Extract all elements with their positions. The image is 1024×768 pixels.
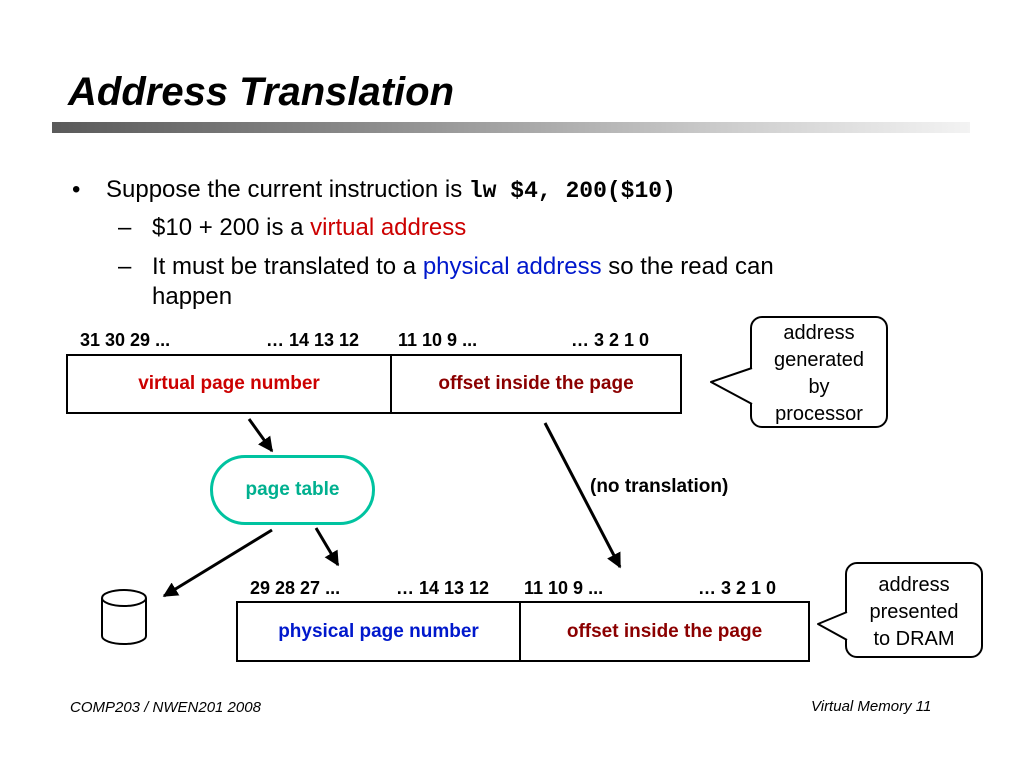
physical-address-term: physical address xyxy=(422,253,602,280)
virtual-bits-low-left: 11 10 9 ... xyxy=(398,330,478,350)
bullet-marker: • xyxy=(72,176,81,203)
bullet-text: Suppose the current instruction is xyxy=(106,176,469,203)
callout-line: address xyxy=(783,322,855,344)
arrow-page-table-to-disk xyxy=(162,528,273,598)
virtual-offset-field: offset inside the page xyxy=(390,354,682,414)
sub-bullet-rest: so the read can xyxy=(601,253,774,280)
footer-slide-number: Virtual Memory 11 xyxy=(811,698,932,715)
callout-line: address xyxy=(878,574,950,596)
physical-bits-mid: … 14 13 12 xyxy=(396,578,490,598)
arrow-page-table-to-ppn xyxy=(314,527,340,567)
arrow-offset-no-translation xyxy=(543,422,622,569)
virtual-bits-low-right: … 3 2 1 0 xyxy=(571,330,650,350)
callout-line: by xyxy=(808,376,830,398)
title-rule xyxy=(52,122,970,133)
callout-line: presented xyxy=(869,601,959,623)
sub-bullet-body: $10 + 200 is a virtual address xyxy=(152,212,466,243)
disk-cylinder-icon xyxy=(101,589,147,645)
sub-bullet-continuation: happen xyxy=(152,283,233,310)
arrow-vpn-to-page-table xyxy=(247,418,274,453)
sub-bullet-text: It must be translated to a xyxy=(152,253,423,280)
callout-address-generated: address generated by processor xyxy=(750,316,888,428)
sub-bullet-marker: – xyxy=(118,214,132,241)
physical-bits-high: 29 28 27 ... xyxy=(250,578,341,598)
slide-title: Address Translation xyxy=(68,70,455,114)
sub-bullet-body: It must be translated to a physical addr… xyxy=(152,251,774,282)
virtual-bits-mid: … 14 13 12 xyxy=(266,330,360,350)
physical-bits-low-right: … 3 2 1 0 xyxy=(698,578,777,598)
instruction-code: lw $4, 200($10) xyxy=(468,178,676,204)
physical-bits-low-left: 11 10 9 ... xyxy=(524,578,604,598)
callout-line: processor xyxy=(775,403,863,425)
callout-line: to DRAM xyxy=(873,628,955,650)
virtual-bits-high: 31 30 29 ... xyxy=(80,330,171,350)
page-table-node: page table xyxy=(210,455,375,525)
footer-course: COMP203 / NWEN201 2008 xyxy=(70,699,261,716)
sub-bullet-text: $10 + 200 is a xyxy=(152,214,311,241)
callout-pointer-generated xyxy=(710,367,753,405)
sub-bullet-marker: – xyxy=(118,253,132,280)
bullet-body: Suppose the current instruction is lw $4… xyxy=(106,174,676,207)
callout-pointer-presented xyxy=(817,611,848,641)
virtual-address-term: virtual address xyxy=(310,214,467,241)
physical-offset-field: offset inside the page xyxy=(519,601,810,662)
callout-address-presented: address presented to DRAM xyxy=(845,562,983,658)
no-translation-label: (no translation) xyxy=(590,476,729,497)
callout-line: generated xyxy=(773,349,865,371)
